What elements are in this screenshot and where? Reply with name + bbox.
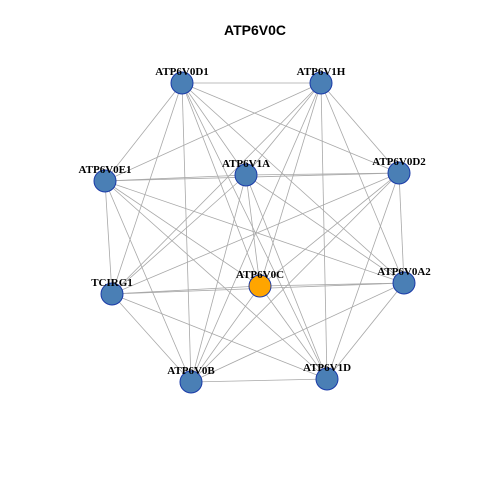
edge-atp6v0d1-atp6v0e1	[104, 82, 183, 182]
edge-atp6v0e1-atp6v0b	[104, 180, 192, 383]
edge-atp6v1a-atp6v0b	[190, 174, 247, 383]
node-label-atp6v0e1: ATP6V0E1	[79, 164, 132, 176]
node-atp6v1h[interactable]	[309, 71, 333, 95]
edge-atp6v1a-atp6v0a2	[245, 174, 405, 284]
edge-atp6v0d2-atp6v0b	[190, 172, 400, 383]
node-layer	[93, 71, 416, 394]
node-tcirg1[interactable]	[100, 282, 124, 306]
label-layer: ATP6V0D1 ATP6V1H ATP6V0E1 ATP6V1A ATP6V0D2TC…	[79, 66, 432, 377]
edge-atp6v0d1-atp6v0d2	[181, 82, 400, 174]
node-atp6v1d[interactable]	[315, 367, 339, 391]
node-atp6v0b[interactable]	[179, 370, 203, 394]
edge-atp6v0d1-atp6v1a	[181, 82, 247, 176]
edge-atp6v0c-atp6v0a2	[259, 282, 405, 287]
node-label-tcirg1: TCIRG1	[91, 277, 133, 289]
node-atp6v1a[interactable]	[234, 163, 258, 187]
edge-atp6v1a-atp6v0d2	[245, 172, 400, 176]
edge-atp6v0d1-atp6v0a2	[181, 82, 405, 284]
edge-atp6v0d2-atp6v0c	[259, 172, 400, 287]
edge-atp6v1h-atp6v1d	[320, 82, 328, 380]
node-atp6v0e1[interactable]	[93, 169, 117, 193]
edge-atp6v1a-tcirg1	[111, 174, 247, 295]
node-atp6v0a2[interactable]	[392, 271, 416, 295]
edge-atp6v0d1-atp6v0b	[181, 82, 192, 383]
node-label-atp6v1d: ATP6V1D	[303, 362, 351, 374]
edge-atp6v1h-atp6v0d2	[320, 82, 400, 174]
node-atp6v0d2[interactable]	[387, 161, 411, 185]
node-label-atp6v0c: ATP6V0C	[236, 269, 284, 281]
edge-atp6v1h-atp6v1a	[245, 82, 322, 176]
edge-atp6v0e1-atp6v0a2	[104, 180, 405, 284]
edge-atp6v0a2-atp6v0b	[190, 282, 405, 383]
edge-atp6v1h-tcirg1	[111, 82, 322, 295]
edge-atp6v0e1-atp6v1d	[104, 180, 328, 380]
edge-atp6v0e1-tcirg1	[104, 180, 113, 295]
edge-tcirg1-atp6v1d	[111, 293, 328, 380]
node-atp6v0d1[interactable]	[170, 71, 194, 95]
node-label-atp6v0d2: ATP6V0D2	[372, 156, 426, 168]
edge-tcirg1-atp6v0b	[111, 293, 192, 383]
edge-atp6v0d2-atp6v0a2	[398, 172, 405, 284]
edge-atp6v0a2-atp6v1d	[326, 282, 405, 380]
edge-tcirg1-atp6v0c	[111, 285, 261, 295]
edge-atp6v1h-atp6v0a2	[320, 82, 405, 284]
node-label-atp6v0b: ATP6V0B	[167, 365, 215, 377]
edge-atp6v0d1-tcirg1	[111, 82, 183, 295]
edge-atp6v1h-atp6v0e1	[104, 82, 322, 182]
diagram-title: ATP6V0C	[224, 22, 286, 38]
edge-atp6v0e1-atp6v0c	[104, 180, 261, 287]
edge-atp6v1a-atp6v1d	[245, 174, 328, 380]
node-atp6v0c[interactable]	[248, 274, 272, 298]
edge-layer	[104, 82, 405, 383]
edge-atp6v0c-atp6v1d	[259, 285, 328, 380]
node-label-atp6v1h: ATP6V1H	[297, 66, 346, 78]
edge-atp6v0d2-tcirg1	[111, 172, 400, 295]
node-label-atp6v0d1: ATP6V0D1	[155, 66, 209, 78]
node-label-atp6v1a: ATP6V1A	[222, 158, 270, 170]
edge-atp6v1a-atp6v0c	[245, 174, 261, 287]
node-label-atp6v0a2: ATP6V0A2	[377, 266, 431, 278]
edge-atp6v1h-atp6v0c	[259, 82, 322, 287]
edge-atp6v0d2-atp6v1d	[326, 172, 400, 380]
edge-atp6v0c-atp6v0b	[190, 285, 261, 383]
edge-atp6v0b-atp6v1d	[190, 378, 328, 383]
